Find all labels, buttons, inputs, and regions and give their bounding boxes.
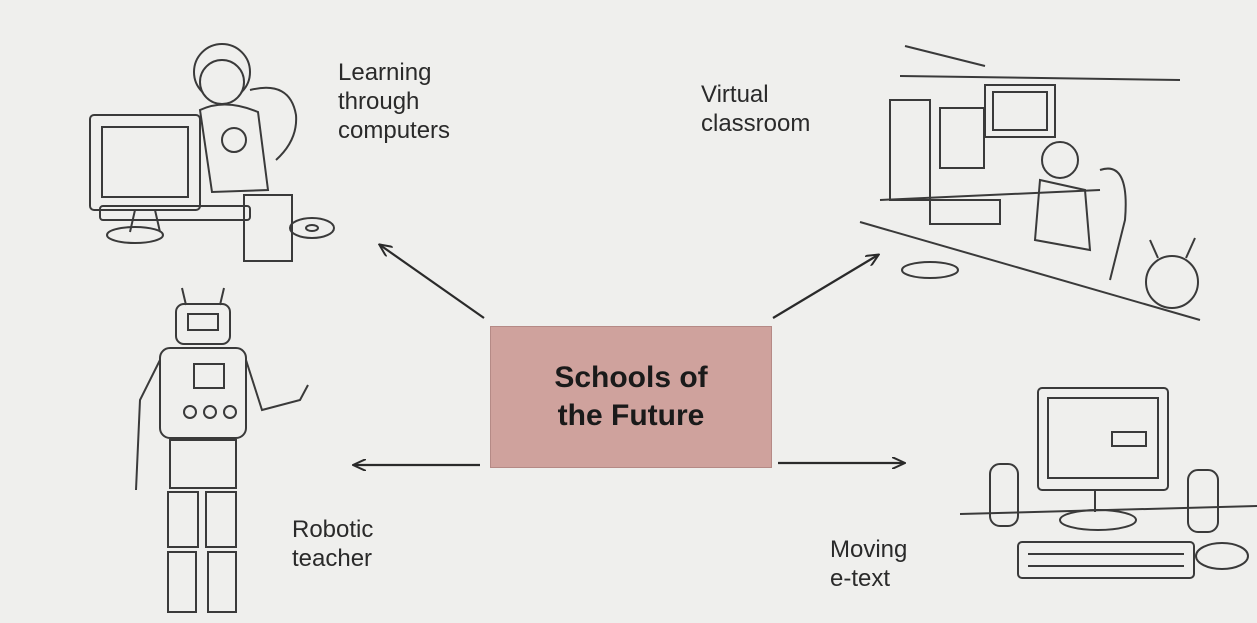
- label-robotic-teacher: Robotic teacher: [292, 516, 374, 572]
- virtual-classroom-icon: [859, 45, 1201, 321]
- center-title: Schools of the Future: [554, 361, 708, 432]
- arrow-to-virtual: [772, 255, 878, 319]
- label-learning-through-computers: Learning through computers: [338, 59, 451, 144]
- label-virtual-classroom: Virtual classroom: [701, 81, 811, 137]
- arrow-to-computers: [380, 245, 485, 319]
- robot-icon: [135, 287, 309, 613]
- center-node: Schools of the Future: [490, 326, 772, 468]
- desktop-computer-icon: [959, 387, 1257, 579]
- child-at-computer-icon: [89, 43, 335, 262]
- label-moving-e-text: Moving e-text: [830, 536, 908, 592]
